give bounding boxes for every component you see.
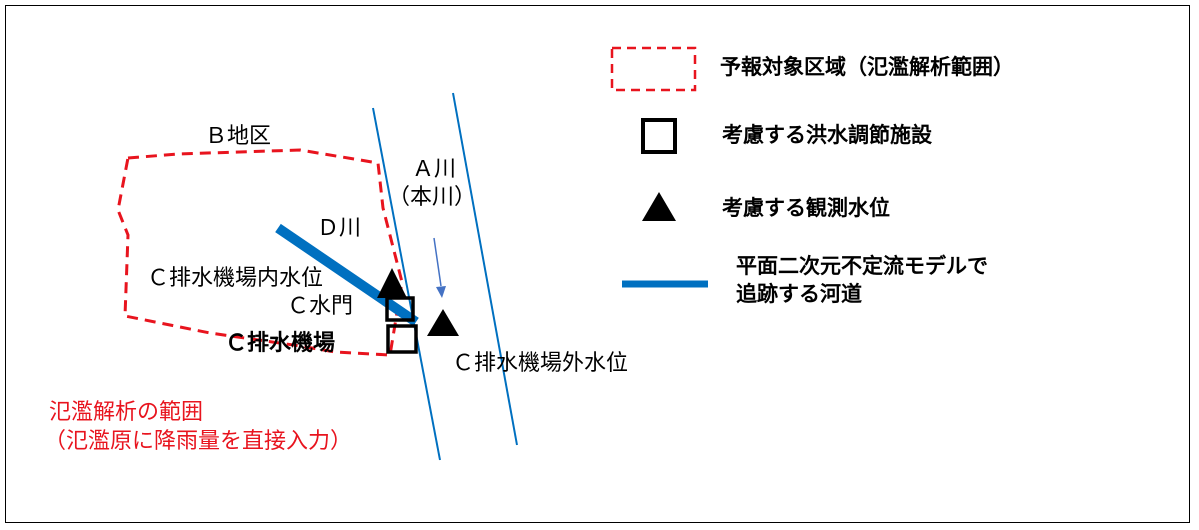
flood-range-note: （氾濫原に降雨量を直接入力）	[44, 429, 353, 454]
flow-direction-arrowhead	[436, 286, 446, 298]
legend-model-label-line1: 平面二次元不定流モデルで	[736, 254, 988, 278]
diagram-frame	[5, 5, 1190, 523]
pump-inner-level-label: Ｃ排水機場内水位	[147, 266, 324, 291]
legend-facility-label: 考慮する洪水調節施設	[722, 123, 932, 147]
legend-observed-swatch	[642, 192, 676, 221]
river-a-right-bank	[452, 92, 518, 446]
river-d-label: Ｄ川	[317, 216, 362, 241]
forecast-area-boundary	[116, 148, 404, 357]
river-a-label: Ａ川	[412, 157, 457, 182]
flow-direction-arrow	[433, 237, 442, 287]
river-a-left-bank	[372, 107, 441, 461]
district-b-label: Ｂ地区	[205, 124, 272, 149]
pump-station-c-square	[386, 324, 418, 354]
legend-model-label-line2: 追跡する河道	[736, 282, 862, 306]
river-a-mainstream-label: （本川）	[388, 185, 477, 210]
pump-outer-level-label: Ｃ排水機場外水位	[452, 351, 629, 376]
legend-observed-label: 考慮する観測水位	[722, 196, 890, 220]
legend-facility-swatch	[641, 118, 677, 154]
inner-level-triangle	[377, 268, 407, 298]
gate-c-label: Ｃ水門	[287, 294, 354, 319]
river-d-channel	[275, 223, 419, 327]
outer-level-triangle	[427, 309, 459, 336]
legend-forecast-area-swatch	[610, 46, 697, 92]
flood-range-title: 氾濫解析の範囲	[49, 400, 204, 425]
legend-forecast-area-label: 予報対象区域（氾濫解析範囲）	[720, 55, 1014, 79]
pump-station-c-label: Ｃ排水機場	[225, 331, 336, 356]
